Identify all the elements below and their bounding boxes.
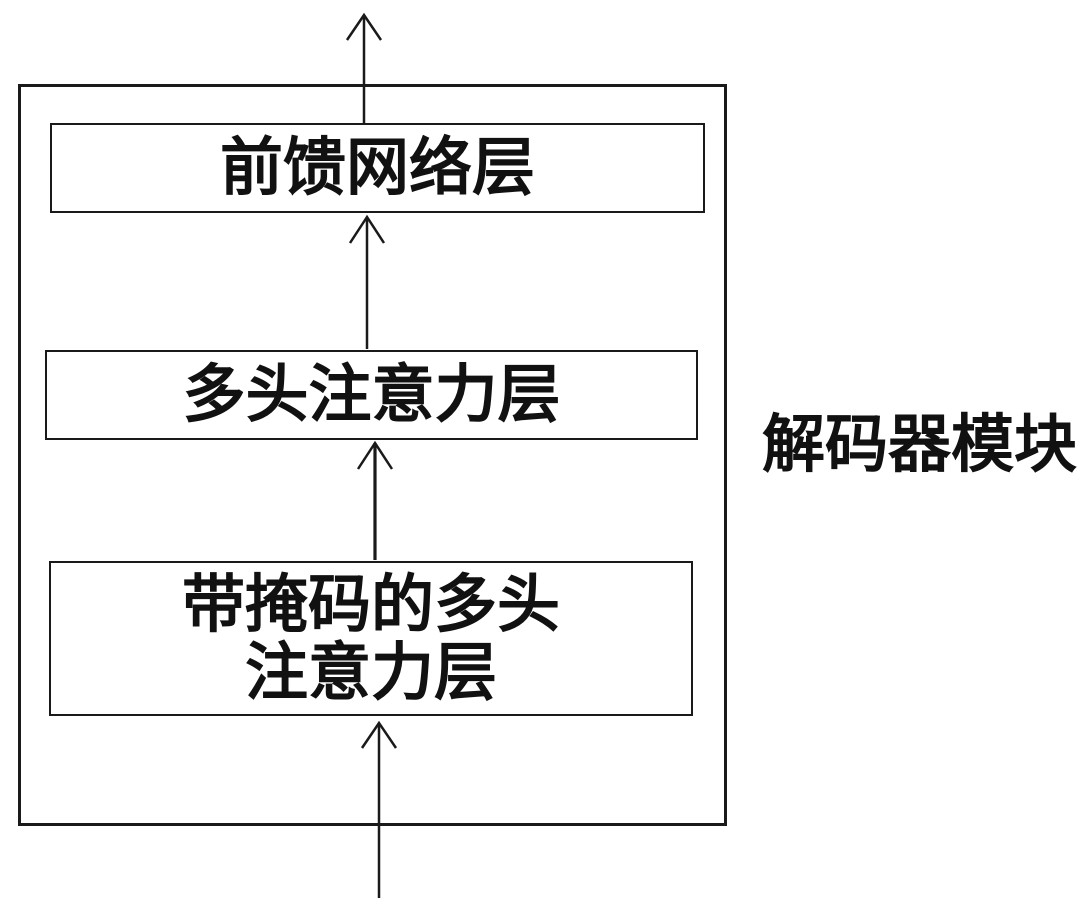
decoder-module-label: 解码器模块 (762, 408, 1077, 481)
masked-multi-head-attention-layer-label: 带掩码的多头 注意力层 (182, 568, 560, 709)
decoder-module-boundary (18, 84, 727, 826)
masked-multi-head-attention-layer-box: 带掩码的多头 注意力层 (49, 561, 693, 716)
multi-head-attention-layer-label: 多头注意力层 (182, 358, 561, 432)
feed-forward-layer-box: 前馈网络层 (50, 123, 705, 213)
multi-head-attention-layer-box: 多头注意力层 (45, 350, 698, 440)
feed-forward-layer-label: 前馈网络层 (220, 131, 535, 205)
